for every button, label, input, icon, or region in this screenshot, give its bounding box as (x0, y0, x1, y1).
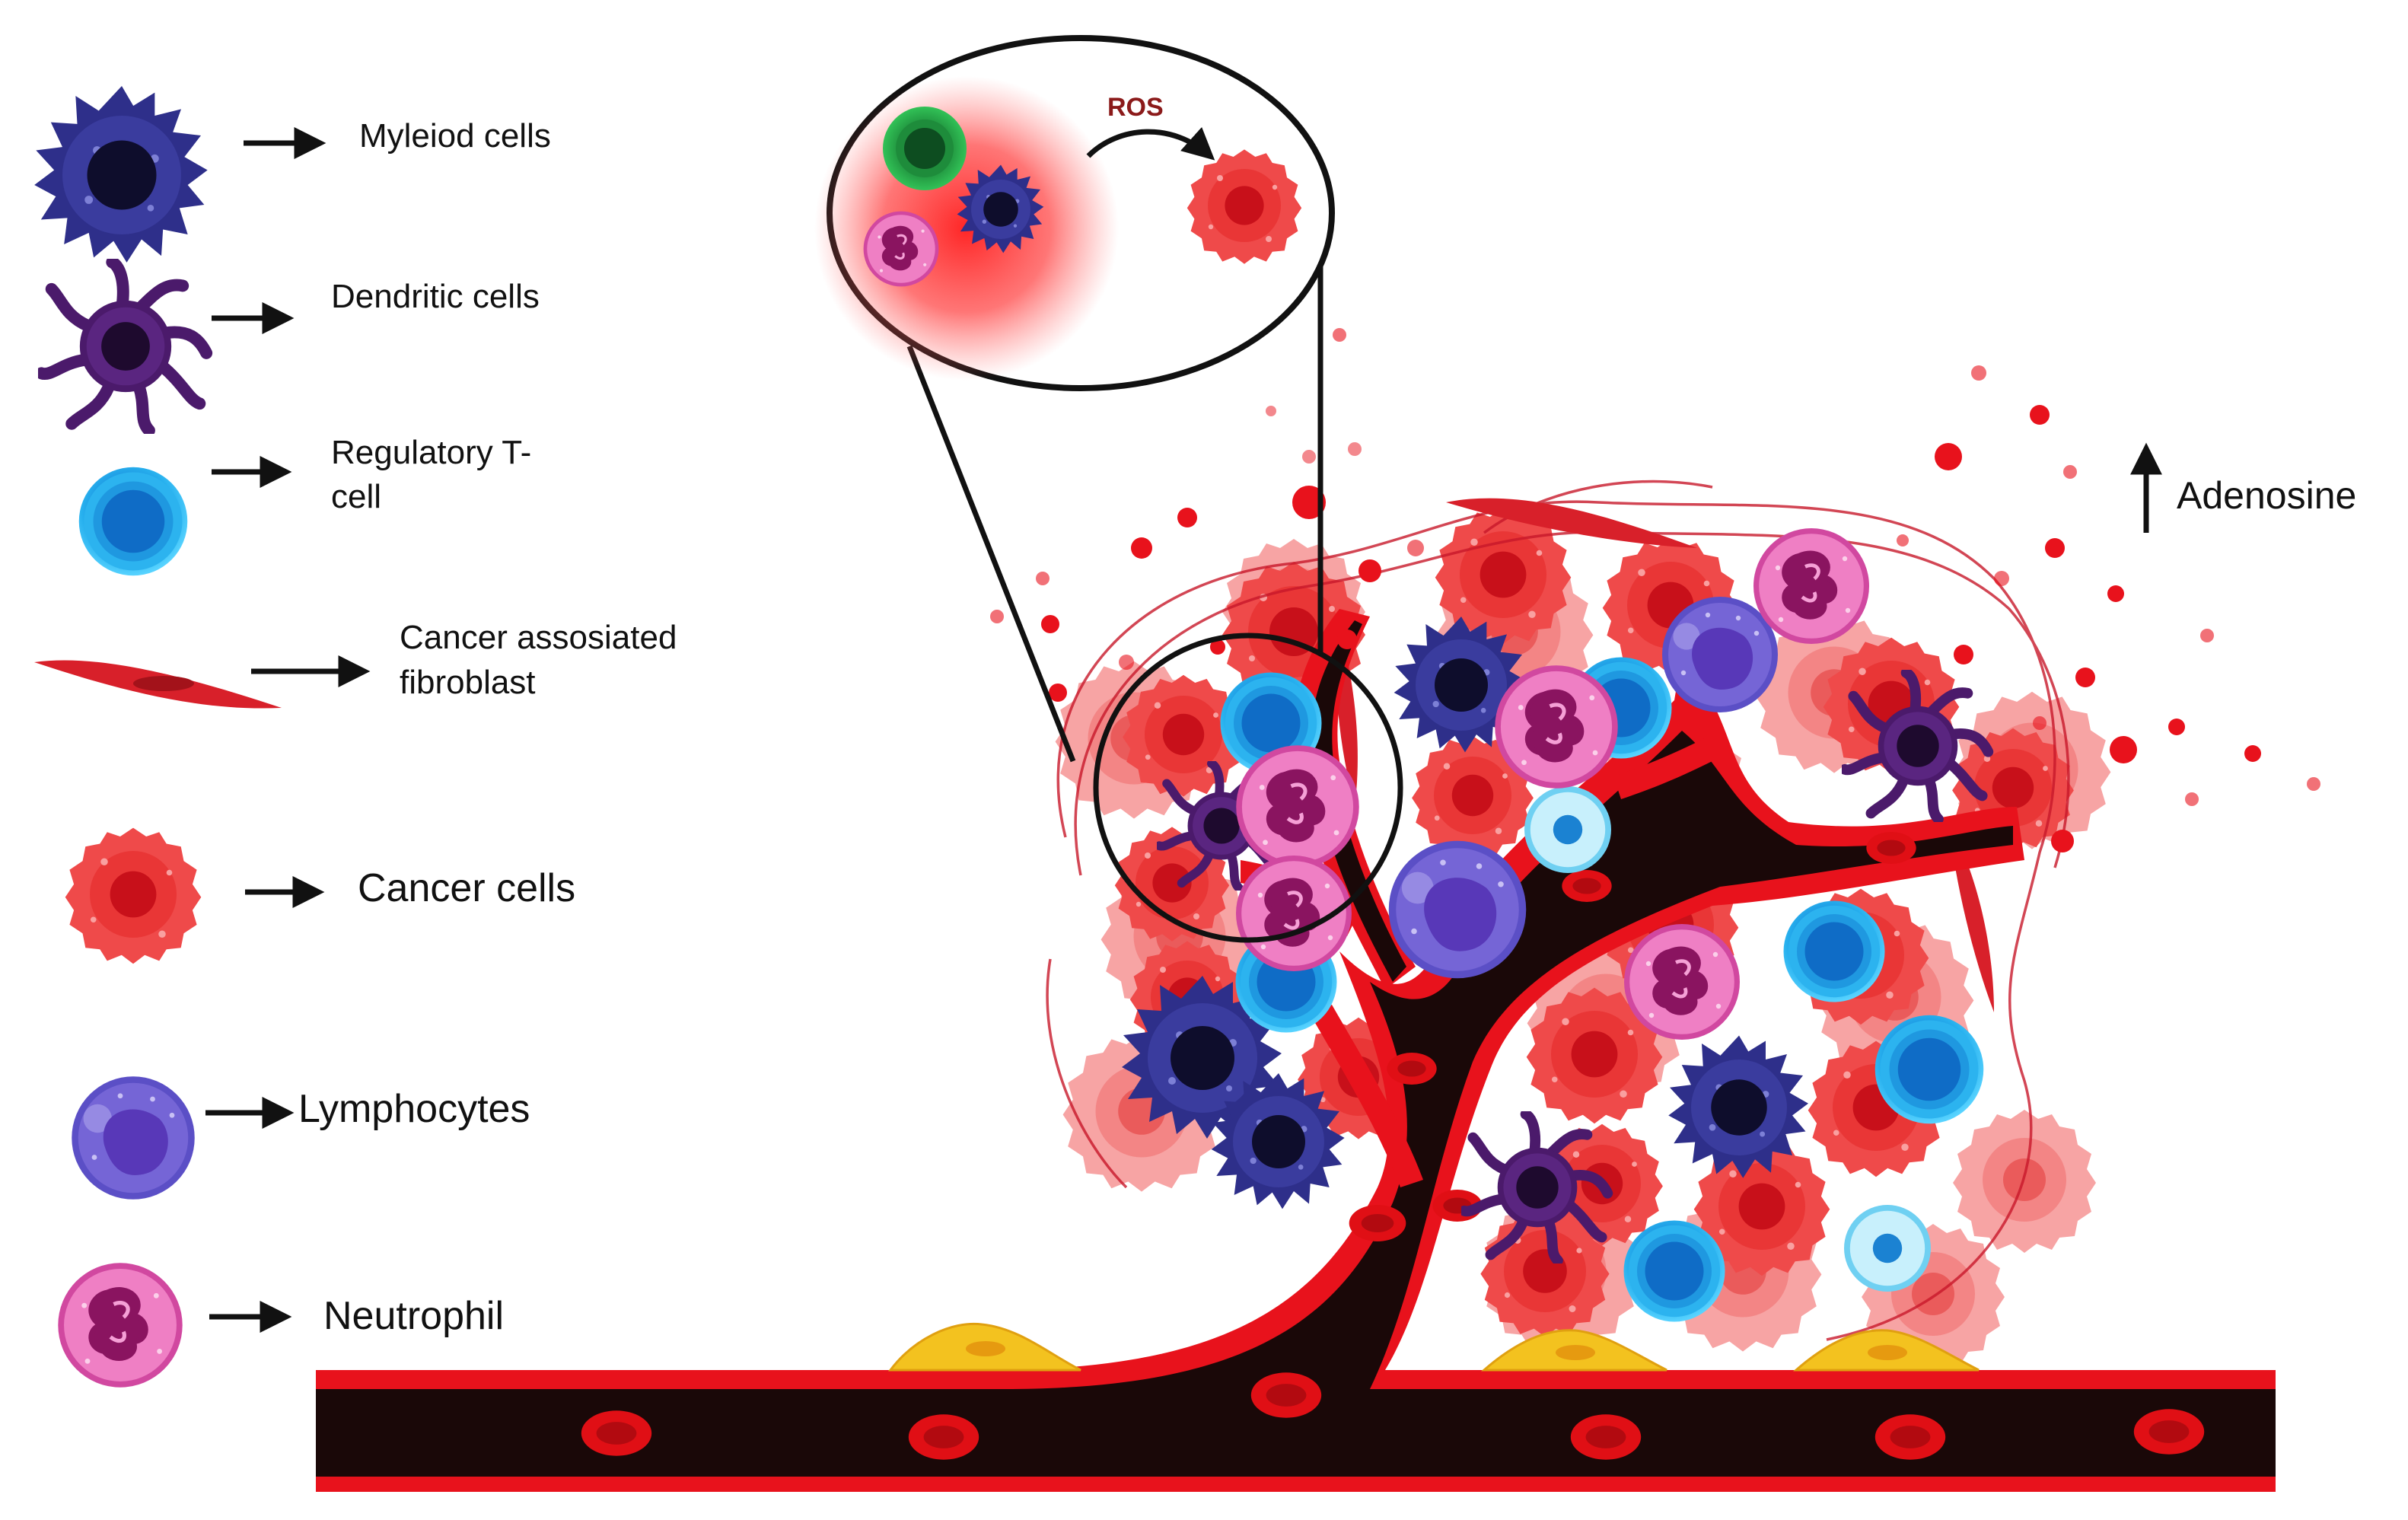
ros-label: ROS (1107, 93, 1164, 122)
legend-myeloid-label: Myleiod cells (359, 117, 551, 155)
red-blood-cell (1866, 832, 1916, 864)
treg-cell (1623, 1220, 1725, 1322)
treg-cell (1874, 1015, 1984, 1124)
legend-neutrophil-icon (58, 1263, 182, 1387)
lymphocyte (1662, 597, 1778, 712)
legend (34, 86, 371, 1388)
legend-neutrophil-label: Neutrophil (323, 1294, 505, 1338)
adenosine-label: Adenosine (2177, 474, 2357, 517)
legend-myeloid-icon (34, 86, 208, 263)
neutrophil (1495, 665, 1618, 789)
red-blood-cell (908, 1414, 979, 1460)
zoom-source-circle (1093, 633, 1403, 943)
red-blood-cell (1349, 1205, 1406, 1241)
ros-arrow (1086, 126, 1215, 161)
adenosine-particles (990, 328, 2320, 852)
red-blood-cell (1562, 870, 1612, 902)
legend-caf-label-line2: fibroblast (400, 664, 536, 701)
red-blood-cell (2133, 1409, 2205, 1455)
legend-treg-icon (78, 467, 188, 576)
red-blood-cell (1250, 1372, 1322, 1418)
neutrophil (1624, 924, 1740, 1040)
zoom-neutrophil (864, 212, 939, 287)
treg-cell (1524, 786, 1611, 873)
legend-cancer-icon (65, 827, 202, 964)
treg-cell (1783, 900, 1885, 1002)
legend-lymphocyte-icon (72, 1076, 195, 1200)
legend-cancer-label: Cancer cells (358, 866, 576, 910)
red-blood-cell (1874, 1414, 1946, 1460)
legend-treg-label-line1: Regulatory T- (331, 434, 532, 471)
red-blood-cell (581, 1410, 652, 1456)
red-blood-cell (1387, 1053, 1437, 1085)
neutrophil (1753, 528, 1869, 644)
red-blood-cell (1570, 1414, 1642, 1460)
treg-cell (1844, 1205, 1931, 1292)
legend-lymphocyte-label: Lymphocytes (298, 1087, 530, 1131)
legend-treg-label-line2: cell (331, 478, 382, 515)
zoom-cancer-cell (1186, 149, 1302, 264)
neutrophil (1236, 745, 1359, 868)
legend-dendritic-label: Dendritic cells (331, 278, 540, 315)
lymphocyte (1388, 840, 1527, 979)
zoom-callout (814, 35, 1403, 943)
legend-caf-label-line1: Cancer assosiated (400, 619, 677, 656)
legend-dendritic-icon (41, 262, 206, 430)
